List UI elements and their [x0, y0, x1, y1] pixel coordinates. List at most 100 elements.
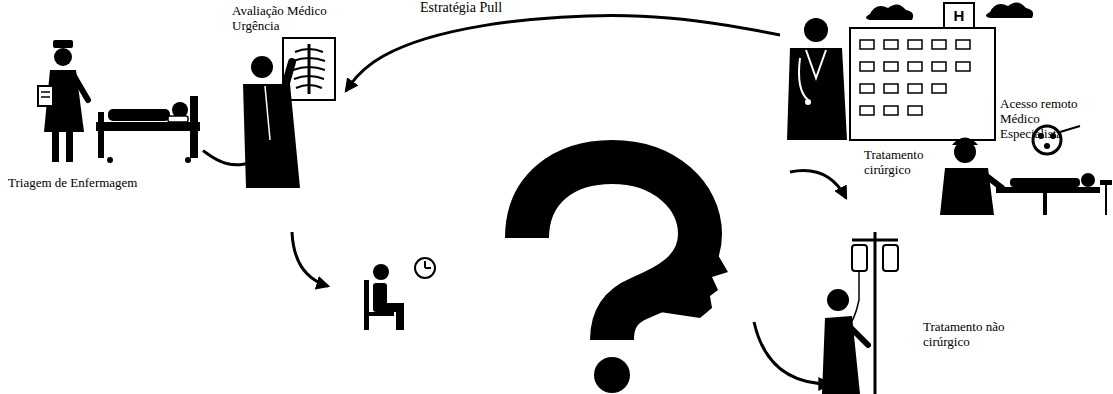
bed-icon [108, 109, 170, 121]
surgery-icon [1081, 173, 1095, 187]
surgery-icon [1100, 180, 1112, 185]
bed-icon [96, 96, 200, 163]
hospital-icon [932, 62, 946, 71]
iv-patient-icon [874, 232, 877, 394]
doctor-xray-icon [293, 49, 325, 88]
specialist-icon [787, 48, 847, 140]
nurse-icon [41, 91, 50, 93]
waiting-icon [364, 280, 369, 330]
flow-arrow [292, 170, 846, 384]
question-head [594, 357, 630, 393]
waiting-icon [364, 258, 435, 330]
sign-letter: H [944, 8, 974, 23]
hospital-icon [884, 106, 898, 115]
flow-arrow [754, 322, 830, 384]
specialist-icon [799, 58, 808, 100]
hospital-icon [860, 106, 874, 115]
icon-node: Tratamento cirúrgico [860, 125, 1110, 215]
hospital-icon [908, 106, 922, 115]
hospital-icon [860, 40, 874, 49]
iv-patient-icon [822, 232, 898, 394]
surgery-icon [1060, 126, 1080, 132]
hospital-icon [884, 62, 898, 71]
node-label: Tratamento não cirúrgico [923, 320, 1021, 350]
doctor-xray-icon [251, 56, 273, 78]
specialist-icon [787, 18, 847, 140]
doctor-xray-icon [243, 38, 335, 188]
hospital-icon [860, 84, 874, 93]
hospital-icon [884, 40, 898, 49]
bed-icon [185, 157, 191, 163]
specialist-icon [806, 50, 826, 78]
flow-connector [346, 16, 780, 91]
node-label: Acesso remoto Médico Especialista [1000, 97, 1092, 142]
waiting-icon [364, 312, 394, 316]
surgery-icon [996, 187, 1100, 193]
flow-connector [203, 150, 260, 165]
flow-arrow [292, 232, 328, 286]
iv-patient-icon [848, 325, 868, 345]
question-head [527, 162, 728, 393]
surgery-icon [985, 175, 1002, 188]
bed-icon [107, 157, 113, 163]
waiting-icon [396, 303, 404, 330]
node-label: Triagem de Enfermagem [8, 176, 203, 191]
hospital-icon [908, 40, 922, 49]
bed-icon [190, 96, 198, 158]
icon-node: Triagem de Enfermagem [8, 40, 203, 198]
surgery-icon [1044, 143, 1050, 149]
hospital-icon [866, 4, 913, 20]
surgery-icon [1010, 178, 1080, 187]
hospital-icon [860, 62, 874, 71]
waiting-icon [424, 261, 426, 268]
iv-patient-icon [827, 289, 849, 311]
doctor-xray-icon [283, 38, 335, 100]
iv-patient-icon [883, 245, 898, 271]
question-head [660, 238, 728, 318]
hospital-icon [884, 84, 898, 93]
iv-patient-icon [852, 239, 898, 242]
specialist-icon [805, 99, 811, 105]
waiting-icon [415, 258, 435, 278]
hospital-icon [986, 2, 1033, 18]
doctor-xray-icon [265, 86, 270, 140]
hospital-icon [850, 28, 995, 140]
nurse-icon [53, 40, 73, 48]
hospital-icon [932, 40, 946, 49]
node-label: Avaliação Médico Urgência [232, 4, 344, 34]
edge-label: Estratégia Pull [420, 0, 502, 16]
doctor-xray-icon [243, 84, 300, 188]
doctor-xray-icon [308, 44, 311, 94]
flow-arrow [790, 170, 846, 198]
hospital-icon [932, 84, 946, 93]
bed-icon [96, 122, 200, 131]
bed-icon [98, 112, 104, 158]
nurse-icon [74, 76, 88, 100]
doctor-xray-icon [284, 62, 292, 90]
hospital-icon [944, 3, 974, 28]
nurse-icon [38, 86, 53, 106]
node-label: Tratamento cirúrgico [864, 148, 942, 178]
waiting-icon [373, 264, 389, 280]
nurse-icon [38, 40, 88, 162]
bed-icon [168, 116, 188, 122]
hospital-icon [908, 84, 922, 93]
hospital-icon [908, 62, 922, 71]
surgery-icon [1105, 185, 1107, 215]
waiting-icon [425, 267, 431, 269]
icon-node: Tratamento não cirúrgico [815, 225, 1025, 393]
iv-patient-icon [852, 245, 867, 271]
nurse-icon [52, 132, 59, 162]
surgery-icon [954, 141, 976, 163]
hospital-icon [956, 40, 970, 49]
icon-node: Avaliação Médico Urgência [228, 2, 346, 150]
hospital-icon [956, 62, 970, 71]
hospital-icon [860, 40, 970, 115]
nurse-icon [54, 48, 72, 66]
nurse-icon [66, 132, 73, 162]
icon-node: Acesso remoto Médico Especialista [780, 5, 1110, 145]
